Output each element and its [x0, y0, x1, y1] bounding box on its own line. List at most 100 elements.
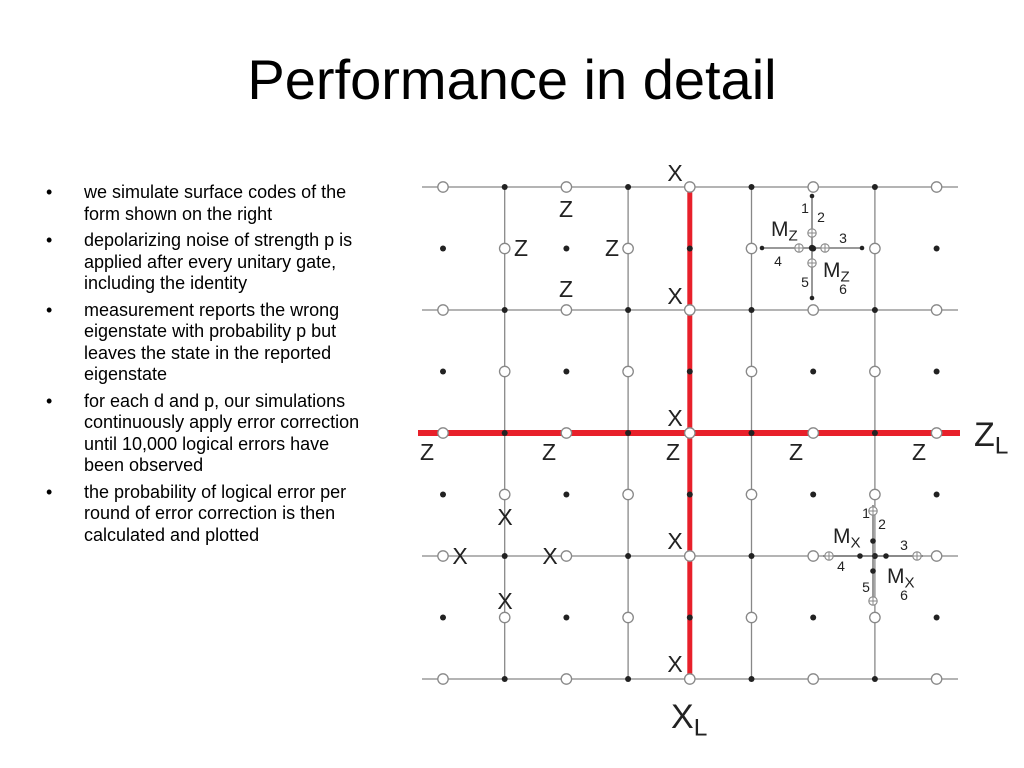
- x-circuit-step: 5: [862, 579, 870, 595]
- measure-qubit: [686, 245, 693, 252]
- z-circuit-step: 6: [839, 281, 847, 297]
- data-qubit: [745, 365, 758, 378]
- measure-qubit: [625, 430, 632, 436]
- data-qubit: [437, 181, 449, 193]
- mz-bottom-label-base: M: [823, 259, 841, 282]
- data-qubit: [622, 611, 634, 624]
- measure-qubit: [933, 368, 940, 375]
- bullet-marker: •: [46, 299, 53, 320]
- mz-top-label-base: M: [771, 218, 789, 241]
- measure-qubit: [563, 245, 570, 252]
- data-qubit: [622, 365, 634, 378]
- bullet-marker: •: [46, 481, 53, 502]
- data-qubit: [683, 427, 696, 439]
- data-qubit: [930, 673, 943, 685]
- z-operator-label: Z: [420, 439, 434, 465]
- data-qubit: [869, 242, 881, 255]
- data-qubit: [437, 427, 449, 439]
- data-qubit: [622, 488, 634, 501]
- data-qubit: [869, 488, 881, 501]
- measure-qubit: [933, 614, 940, 621]
- bullet-marker: •: [46, 182, 53, 202]
- measure-qubit: [440, 491, 446, 498]
- mz-bottom-label-subscript: Z: [841, 269, 850, 286]
- mx-top-label: MX: [833, 525, 861, 552]
- measure-qubit: [563, 368, 570, 375]
- x-operator-label: X: [542, 543, 557, 569]
- measure-qubit: [625, 307, 632, 313]
- mx-bottom-label-base: M: [887, 565, 905, 588]
- measure-qubit: [748, 307, 755, 313]
- z-circuit-endpoint: [809, 295, 815, 301]
- bullet-marker: •: [46, 230, 53, 250]
- measure-qubit: [871, 184, 878, 190]
- data-qubit: [437, 673, 449, 685]
- z-operator-label: Z: [666, 439, 680, 465]
- measure-qubit: [686, 614, 693, 621]
- logical-xl-label-base: X: [671, 698, 694, 736]
- measure-qubit: [871, 430, 878, 436]
- x-operator-label: X: [667, 283, 682, 309]
- data-qubit: [622, 242, 634, 255]
- mx-top-label-base: M: [833, 525, 851, 548]
- x-circuit-control-right: [883, 553, 889, 559]
- x-circuit-step: 2: [878, 516, 886, 532]
- slide-title: Performance in detail: [247, 48, 777, 111]
- mx-bottom-label-subscript: X: [905, 575, 915, 592]
- x-operator-label: X: [452, 543, 467, 569]
- bullet-text: the probability of logical error per rou…: [84, 481, 347, 545]
- data-qubit: [683, 181, 696, 193]
- z-operator-label: Z: [542, 439, 556, 465]
- data-qubit: [930, 304, 943, 316]
- data-qubit: [560, 181, 573, 193]
- data-qubit: [930, 550, 943, 562]
- x-operator-label: X: [667, 160, 682, 186]
- bullet-text: measurement reports the wrong eigenstate…: [84, 299, 340, 385]
- data-qubit: [807, 181, 820, 193]
- data-qubit: [745, 242, 758, 255]
- data-qubit: [560, 304, 573, 316]
- mz-bottom-label: MZ: [823, 259, 850, 286]
- z-circuit-step: 2: [817, 209, 825, 225]
- bullet-item: • for each d and p, our simulations cont…: [44, 391, 374, 477]
- mz-top-label: MZ: [771, 218, 798, 245]
- measure-qubit: [501, 676, 508, 682]
- x-operator-label: X: [497, 588, 512, 614]
- measure-qubit: [871, 676, 878, 682]
- data-qubit: [560, 427, 573, 439]
- z-circuit-step: 4: [774, 253, 782, 269]
- data-qubit: [869, 365, 881, 378]
- data-qubit: [807, 304, 820, 316]
- z-operator-label: Z: [514, 235, 528, 261]
- data-qubit: [807, 550, 820, 562]
- logical-zl-label-subscript: L: [995, 432, 1009, 459]
- z-circuit-ancilla: [808, 244, 816, 252]
- measure-qubit: [686, 368, 693, 375]
- measure-qubit: [501, 184, 508, 190]
- measure-qubit: [501, 307, 508, 313]
- data-qubit: [498, 611, 511, 624]
- mz-top-label-subscript: Z: [789, 228, 798, 245]
- measure-qubit: [748, 553, 755, 559]
- z-circuit-step: 3: [839, 230, 847, 246]
- data-qubit: [745, 488, 758, 501]
- data-qubit: [869, 611, 881, 624]
- measure-qubit: [810, 491, 817, 498]
- measure-qubit: [563, 614, 570, 621]
- measure-qubit: [625, 553, 632, 559]
- x-circuit-step: 6: [900, 587, 908, 603]
- x-operator-label: X: [667, 528, 682, 554]
- measure-qubit: [501, 553, 508, 559]
- measure-qubit: [501, 430, 508, 436]
- data-qubit: [560, 550, 573, 562]
- x-circuit-control-bottom: [870, 568, 876, 574]
- bullet-text: depolarizing noise of strength p is appl…: [84, 230, 353, 293]
- measure-qubit: [933, 491, 940, 498]
- bullet-text: we simulate surface codes of the form sh…: [84, 182, 347, 224]
- measure-qubit: [748, 184, 755, 190]
- measure-qubit: [625, 184, 632, 190]
- data-qubit: [745, 611, 758, 624]
- z-operator-label: Z: [559, 196, 573, 222]
- bullet-item: • the probability of logical error per r…: [44, 482, 374, 547]
- x-circuit-step: 1: [862, 505, 870, 521]
